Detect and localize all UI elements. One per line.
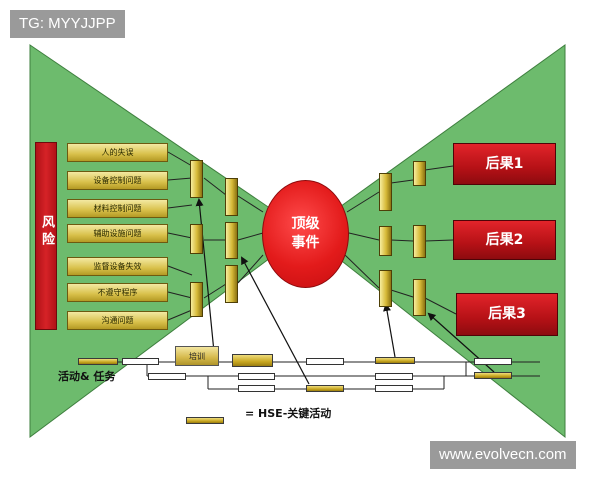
watermark-bottom-right: www.evolvecn.com (430, 441, 576, 469)
top-event: 顶级 事件 (262, 180, 349, 288)
consequence-2: 后果2 (453, 220, 556, 260)
barrier (413, 279, 426, 316)
task-box (306, 358, 344, 365)
barrier (190, 282, 203, 317)
hse-critical-activity (232, 354, 273, 367)
barrier (190, 224, 203, 254)
task-box (238, 385, 275, 392)
training-box: 培训 (175, 346, 219, 366)
legend-swatch (186, 417, 224, 424)
task-box (148, 373, 186, 380)
threat-box: 人的失误 (67, 143, 168, 162)
task-box (474, 358, 512, 365)
task-box (375, 385, 413, 392)
right-connector-lines (344, 165, 457, 315)
risk-bar (35, 142, 57, 330)
top-event-line2: 事件 (291, 235, 320, 251)
legend-label: = HSE-关键活动 (245, 407, 332, 420)
barrier (225, 222, 238, 259)
barrier (379, 226, 392, 256)
barrier (225, 265, 238, 303)
threat-box: 不遵守程序 (67, 283, 168, 302)
task-box (122, 358, 159, 365)
threat-box: 监督设备失效 (67, 257, 168, 276)
barrier (190, 160, 203, 198)
barrier (413, 161, 426, 186)
risk-label: 风险 (39, 215, 54, 249)
threat-box: 辅助设施问题 (67, 224, 168, 243)
left-connector-lines (167, 151, 264, 321)
activities-caption: 活动& 任务 (58, 370, 116, 383)
barrier (379, 173, 392, 211)
hse-critical-activity (78, 358, 118, 365)
threat-box: 材料控制问题 (67, 199, 168, 218)
barrier (379, 270, 392, 307)
top-event-line1: 顶级 (291, 216, 320, 232)
hse-critical-activity (306, 385, 344, 392)
consequence-1: 后果1 (453, 143, 556, 185)
task-box (238, 373, 275, 380)
watermark-top-left: TG: MYYJJPP (10, 10, 125, 38)
consequence-3: 后果3 (456, 293, 558, 336)
hse-critical-activity (474, 372, 512, 379)
hse-critical-activity (375, 357, 415, 364)
barrier (225, 178, 238, 216)
task-box (375, 373, 413, 380)
threat-box: 沟通问题 (67, 311, 168, 330)
barrier (413, 225, 426, 258)
threat-box: 设备控制问题 (67, 171, 168, 190)
